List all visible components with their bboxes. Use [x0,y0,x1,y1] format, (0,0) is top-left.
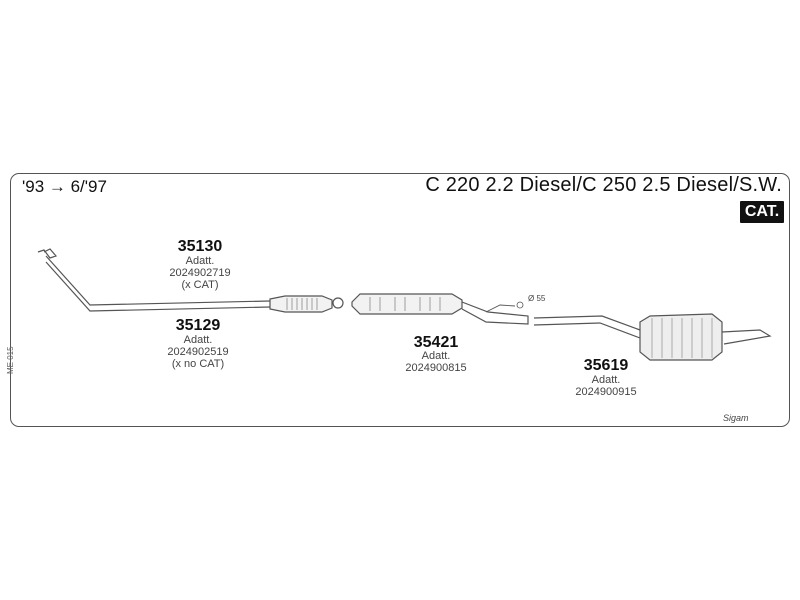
catalyst-35130 [269,295,333,313]
brand-logo: Sigam [723,413,749,423]
part-number-35129: 35129 [175,317,221,334]
part-35130-details: Adatt. 2024902719 (x CAT) [150,255,250,291]
rear-pipe [533,315,641,339]
front-pipe [37,248,58,259]
clamp-ring [332,297,344,309]
part-35619-line-2: 2024900915 [575,386,637,398]
part-35129-line-3: (x no CAT) [171,358,225,370]
part-35130-line-1: Adatt. [185,255,215,267]
part-35129-line-1: Adatt. [183,334,213,346]
diameter-label: Ø 55 [528,294,546,303]
part-35130-line-2: 2024902719 [169,267,231,279]
rear-muffler-35619 [639,313,723,361]
part-number-35130: 35130 [177,238,223,255]
part-35421-details: Adatt. 2024900815 [386,350,486,374]
vehicle-title: C 220 2.2 Diesel/C 250 2.5 Diesel/S.W. [425,174,782,196]
part-35421-line-2: 2024900815 [405,362,467,374]
part-number-35421: 35421 [413,334,459,351]
cat-badge: CAT. [740,201,784,223]
part-number-35619: 35619 [583,357,629,374]
front-pipe-tube [45,255,271,306]
part-35129-line-2: 2024902519 [167,346,229,358]
part-35421-line-1: Adatt. [421,350,451,362]
year-range: '93 → 6/'97 [22,177,107,196]
part-35619-line-1: Adatt. [591,374,621,386]
tail-pipe [721,329,772,345]
side-code: ME 015 [6,346,15,374]
part-35619-details: Adatt. 2024900915 [556,374,656,398]
part-35129-details: Adatt. 2024902519 (x no CAT) [146,334,250,370]
center-muffler-35421 [351,293,463,315]
part-35130-line-3: (x CAT) [181,279,219,291]
center-pipe [461,301,529,325]
